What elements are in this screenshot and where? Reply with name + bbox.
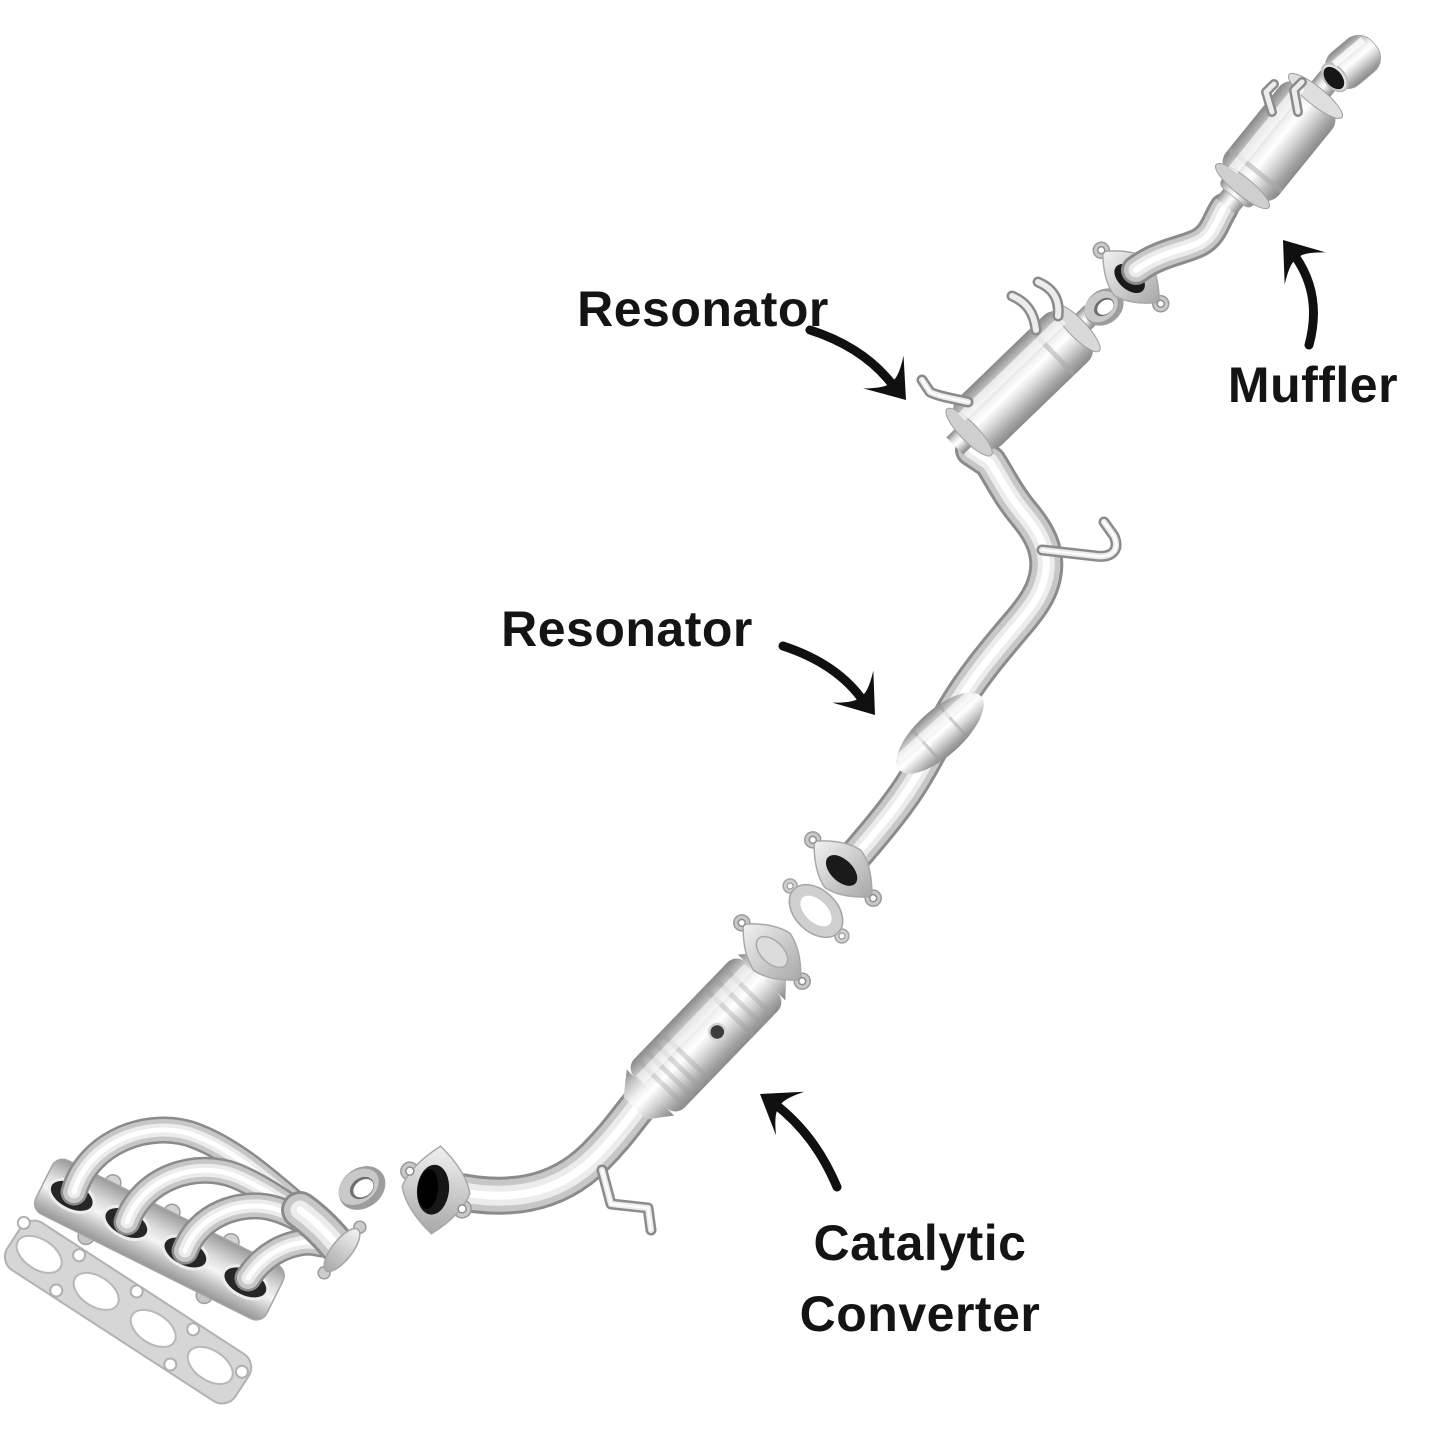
front-pipe-flange	[400, 1145, 472, 1235]
label-catalytic-line2: Converter	[799, 1286, 1041, 1342]
arrow-catalytic-converter	[745, 1072, 842, 1192]
label-catalytic-line1: Catalytic	[813, 1215, 1027, 1271]
exhaust-manifold	[33, 1130, 367, 1321]
exhaust-manifold-gasket	[3, 1215, 253, 1405]
intermediate-pipe	[850, 450, 1046, 862]
exhaust-tip	[1320, 34, 1381, 93]
ring-gasket-front	[338, 1166, 386, 1210]
hanger-rod-resonator-left	[922, 380, 968, 402]
cat-outlet-flange	[733, 914, 811, 990]
manifold-collector	[300, 1210, 336, 1244]
arrow-resonator-rear	[805, 325, 927, 417]
collector-flange	[317, 1220, 367, 1280]
front-pipe	[450, 1104, 640, 1196]
label-resonator-rear: Resonator	[577, 281, 829, 337]
flange-gasket	[782, 878, 850, 944]
mid-pipe-flange	[804, 831, 882, 907]
arrow-muffler	[1262, 223, 1326, 350]
label-resonator-mid: Resonator	[501, 601, 753, 657]
label-muffler: Muffler	[1227, 357, 1399, 413]
resonator-pipe-bulge	[894, 689, 984, 774]
hanger-rod-front	[602, 1170, 651, 1230]
tail-pipe	[1136, 208, 1224, 270]
ring-gasket-rear	[1084, 288, 1124, 326]
label-catalytic-converter: Catalytic Converter	[800, 1208, 1041, 1350]
resonator-canister	[945, 303, 1101, 457]
manifold-runner-4	[248, 1242, 322, 1278]
arrow-resonator-mid	[778, 641, 896, 732]
catalytic-converter-canister	[623, 952, 787, 1120]
